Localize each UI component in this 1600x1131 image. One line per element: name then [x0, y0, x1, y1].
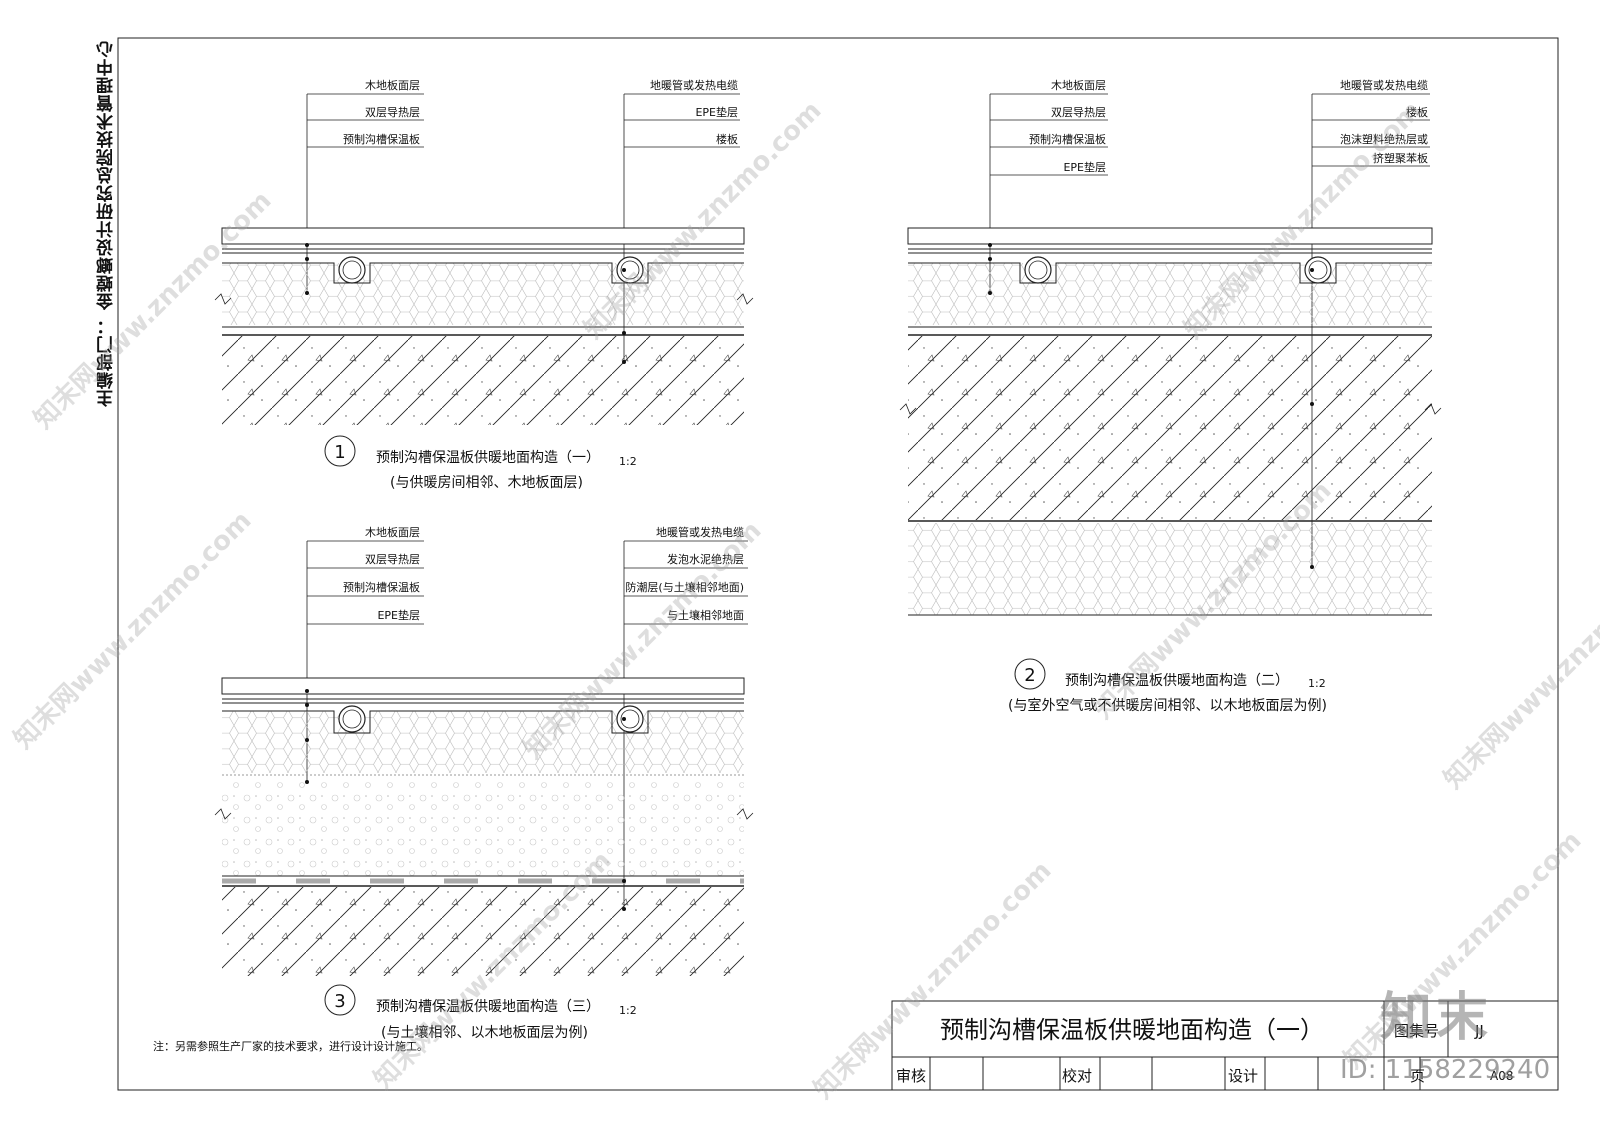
d3-label-r3: 与土壤相邻地面 — [667, 608, 744, 622]
d3-label-l1: 双层导热层 — [365, 553, 420, 566]
atlas-value: JJ — [1474, 1022, 1484, 1040]
sheet-title: 预制沟槽保温板供暖地面构造（一） — [940, 1016, 1324, 1044]
footnote: 注：另需参照生产厂家的技术要求，进行设计设计施工。 — [153, 1040, 428, 1053]
detail-3: 木地板面层 双层导热层 预制沟槽保温板 EPE垫层 地暖管或发热电缆 发泡水泥绝… — [214, 525, 754, 1041]
d3-label-r2: 防潮层(与土壤相邻地面) — [625, 580, 744, 594]
brand-logo: 知末 — [1380, 988, 1493, 1048]
d3-number-circle — [324, 984, 356, 1016]
d1-number-circle — [324, 435, 356, 467]
d1-label-l0: 木地板面层 — [365, 78, 420, 92]
d2-label-l3: EPE垫层 — [1063, 160, 1106, 174]
d2-label-r3: 挤塑聚苯板 — [1373, 151, 1428, 165]
page-label: 页 — [1410, 1067, 1425, 1085]
d1-label-r0: 地暖管或发热电缆 — [650, 78, 738, 92]
detail-2: 木地板面层 双层导热层 预制沟槽保温板 EPE垫层 地暖管或发热电缆 楼板 泡沫… — [899, 78, 1442, 714]
d2-number: 2 — [1024, 665, 1035, 686]
d3-label-l2: 预制沟槽保温板 — [343, 580, 420, 594]
d2-scale: 1:2 — [1308, 677, 1326, 690]
atlas-label: 图集号 — [1394, 1022, 1439, 1040]
d3-title: 预制沟槽保温板供暖地面构造（三） — [376, 999, 600, 1015]
d1-number: 1 — [334, 442, 345, 463]
d2-label-l2: 预制沟槽保温板 — [1029, 132, 1106, 146]
design-label: 设计 — [1228, 1067, 1258, 1085]
sheet-frame — [117, 37, 1559, 1091]
d2-label-l0: 木地板面层 — [1051, 78, 1106, 92]
d1-label-l2: 预制沟槽保温板 — [343, 132, 420, 146]
d2-label-r1: 楼板 — [1406, 105, 1428, 119]
d1-subtitle: (与供暖房间相邻、木地板面层) — [390, 475, 583, 491]
d2-label-r2: 泡沫塑料绝热层或 — [1340, 132, 1428, 146]
d3-subtitle: (与土壤相邻、以木地板面层为例) — [381, 1024, 588, 1041]
page-value: A08 — [1490, 1069, 1513, 1083]
image-id: ID: 1158229240 — [1340, 1055, 1551, 1085]
check-label: 校对 — [1062, 1067, 1092, 1085]
department-label: 主编部门： 金螳螂设计研究总院技术管理中心 — [97, 40, 117, 407]
detail-1: 木地板面层 双层导热层 预制沟槽保温板 地暖管或发热电缆 EPE垫层 楼板 1 … — [214, 78, 754, 491]
d3-label-r1: 发泡水泥绝热层 — [667, 552, 744, 566]
d1-label-l1: 双层导热层 — [365, 106, 420, 119]
d3-label-l0: 木地板面层 — [365, 525, 420, 539]
d2-subtitle: (与室外空气或不供暖房间相邻、以木地板面层为例) — [1008, 697, 1327, 714]
title-block: 预制沟槽保温板供暖地面构造（一） 图集号 JJ 审核 校对 设计 页 A08 — [891, 1000, 1559, 1091]
d3-label-l3: EPE垫层 — [377, 608, 420, 622]
d2-title: 预制沟槽保温板供暖地面构造（二） — [1065, 673, 1289, 689]
d3-scale: 1:2 — [619, 1004, 637, 1017]
d3-label-r0: 地暖管或发热电缆 — [656, 525, 744, 539]
d1-label-r2: 楼板 — [716, 132, 738, 146]
d3-number: 3 — [334, 991, 345, 1012]
d1-scale: 1:2 — [619, 455, 637, 468]
d1-title: 预制沟槽保温板供暖地面构造（一） — [376, 450, 600, 466]
review-label: 审核 — [896, 1067, 926, 1085]
d2-label-r0: 地暖管或发热电缆 — [1340, 78, 1428, 92]
d1-label-r1: EPE垫层 — [695, 105, 738, 119]
d2-label-l1: 双层导热层 — [1051, 106, 1106, 119]
d2-number-circle — [1014, 658, 1046, 690]
